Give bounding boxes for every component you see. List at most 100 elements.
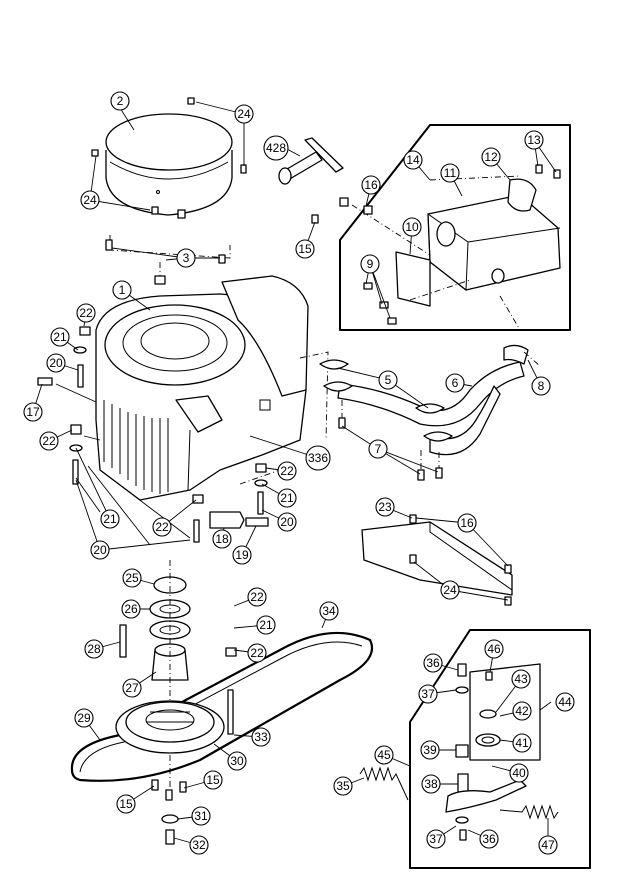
callout-36: 36 [479, 829, 499, 849]
svg-text:37: 37 [421, 687, 435, 701]
callout-17: 17 [23, 402, 43, 422]
callout-21: 21 [256, 615, 276, 635]
svg-text:8: 8 [538, 379, 545, 393]
callout-20: 20 [277, 512, 297, 532]
svg-text:37: 37 [429, 832, 443, 846]
svg-text:35: 35 [336, 779, 350, 793]
svg-text:10: 10 [405, 220, 419, 234]
svg-text:24: 24 [237, 107, 251, 121]
cover-screws [91, 97, 247, 219]
svg-text:9: 9 [367, 257, 374, 271]
svg-text:2: 2 [117, 94, 124, 108]
svg-text:21: 21 [53, 330, 67, 344]
callout-46: 46 [484, 639, 504, 659]
callout-6: 6 [445, 373, 465, 393]
svg-text:25: 25 [125, 571, 139, 585]
svg-text:47: 47 [541, 838, 555, 852]
left-fasteners [37, 326, 191, 546]
svg-text:6: 6 [452, 376, 459, 390]
svg-text:428: 428 [266, 141, 286, 155]
svg-text:3: 3 [183, 251, 190, 265]
callout-36: 36 [423, 653, 443, 673]
cover-brackets [105, 235, 231, 285]
callout-27: 27 [122, 678, 142, 698]
callout-33: 33 [251, 727, 271, 747]
callout-35: 35 [333, 776, 353, 796]
callout-3: 3 [176, 248, 196, 268]
svg-text:23: 23 [378, 500, 392, 514]
svg-text:26: 26 [124, 602, 138, 616]
svg-text:33: 33 [254, 730, 268, 744]
callout-8: 8 [531, 376, 551, 396]
svg-text:28: 28 [87, 642, 101, 656]
muffler-screws-outside [311, 197, 373, 224]
callout-18: 18 [212, 529, 232, 549]
svg-text:15: 15 [298, 242, 312, 256]
callout-37: 37 [418, 684, 438, 704]
svg-text:39: 39 [423, 743, 437, 757]
callout-23: 23 [375, 497, 395, 517]
svg-text:7: 7 [375, 442, 382, 456]
svg-text:21: 21 [280, 491, 294, 505]
callout-25: 25 [122, 568, 142, 588]
callout-7: 7 [368, 439, 388, 459]
svg-text:16: 16 [460, 516, 474, 530]
callout-15: 15 [116, 794, 136, 814]
callout-22: 22 [39, 431, 59, 451]
callout-45: 45 [374, 745, 394, 765]
callout-19: 19 [232, 545, 252, 565]
callout-13: 13 [524, 130, 544, 150]
callout-14: 14 [403, 150, 423, 170]
svg-text:29: 29 [77, 711, 91, 725]
svg-text:20: 20 [49, 356, 63, 370]
callout-22: 22 [76, 303, 96, 323]
callout-37: 37 [426, 829, 446, 849]
callout-41: 41 [512, 733, 532, 753]
callout-22: 22 [277, 461, 297, 481]
callout-21: 21 [100, 509, 120, 529]
callout-44: 44 [555, 692, 575, 712]
svg-text:24: 24 [83, 193, 97, 207]
callout-24: 24 [440, 580, 460, 600]
callout-38: 38 [421, 774, 441, 794]
svg-text:13: 13 [527, 133, 541, 147]
callout-15: 15 [203, 770, 223, 790]
callout-29: 29 [74, 708, 94, 728]
svg-text:36: 36 [426, 656, 440, 670]
svg-text:22: 22 [250, 646, 264, 660]
svg-text:44: 44 [558, 695, 572, 709]
pulley-fasteners [151, 779, 187, 845]
callout-336: 336 [305, 445, 331, 471]
air-cleaner-cover [105, 113, 233, 216]
callout-40: 40 [509, 763, 529, 783]
callout-12: 12 [481, 147, 501, 167]
callout-43: 43 [511, 669, 531, 689]
pulley-stack [119, 560, 191, 790]
callout-16: 16 [457, 513, 477, 533]
svg-text:27: 27 [125, 681, 139, 695]
svg-text:15: 15 [119, 797, 133, 811]
svg-text:16: 16 [364, 178, 378, 192]
svg-text:22: 22 [250, 590, 264, 604]
svg-text:21: 21 [103, 512, 117, 526]
svg-text:12: 12 [484, 150, 498, 164]
heat-shield [361, 514, 513, 606]
callout-22: 22 [152, 517, 172, 537]
svg-text:24: 24 [443, 583, 457, 597]
svg-text:42: 42 [515, 704, 529, 718]
idler-spring-35 [359, 766, 409, 801]
svg-text:18: 18 [215, 532, 229, 546]
callout-22: 22 [247, 587, 267, 607]
callout-2: 2 [110, 91, 130, 111]
svg-text:20: 20 [280, 515, 294, 529]
svg-text:45: 45 [377, 748, 391, 762]
drive-belt [70, 631, 373, 782]
callout-28: 28 [84, 639, 104, 659]
callout-11: 11 [440, 163, 460, 183]
svg-text:34: 34 [322, 604, 336, 618]
svg-text:14: 14 [406, 153, 420, 167]
callout-47: 47 [538, 835, 558, 855]
svg-text:22: 22 [280, 464, 294, 478]
